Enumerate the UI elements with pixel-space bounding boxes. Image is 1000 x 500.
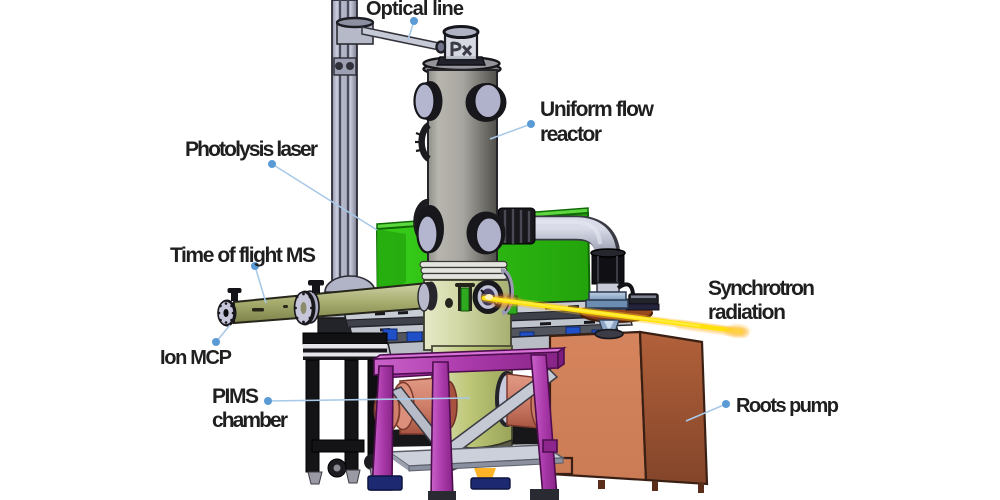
svg-text:Uniform flow: Uniform flow <box>540 98 655 121</box>
svg-text:Photolysis laser: Photolysis laser <box>185 138 318 161</box>
svg-text:radiation: radiation <box>708 301 786 324</box>
svg-text:Ion MCP: Ion MCP <box>160 347 232 369</box>
svg-text:chamber: chamber <box>212 409 288 432</box>
svg-text:Optical line: Optical line <box>366 0 464 20</box>
svg-text:Roots pump: Roots pump <box>736 395 839 417</box>
svg-text:reactor: reactor <box>540 123 602 146</box>
svg-text:Time of flight MS: Time of flight MS <box>170 244 316 267</box>
svg-text:PIMS: PIMS <box>212 385 259 408</box>
svg-text:Synchrotron: Synchrotron <box>708 277 815 300</box>
